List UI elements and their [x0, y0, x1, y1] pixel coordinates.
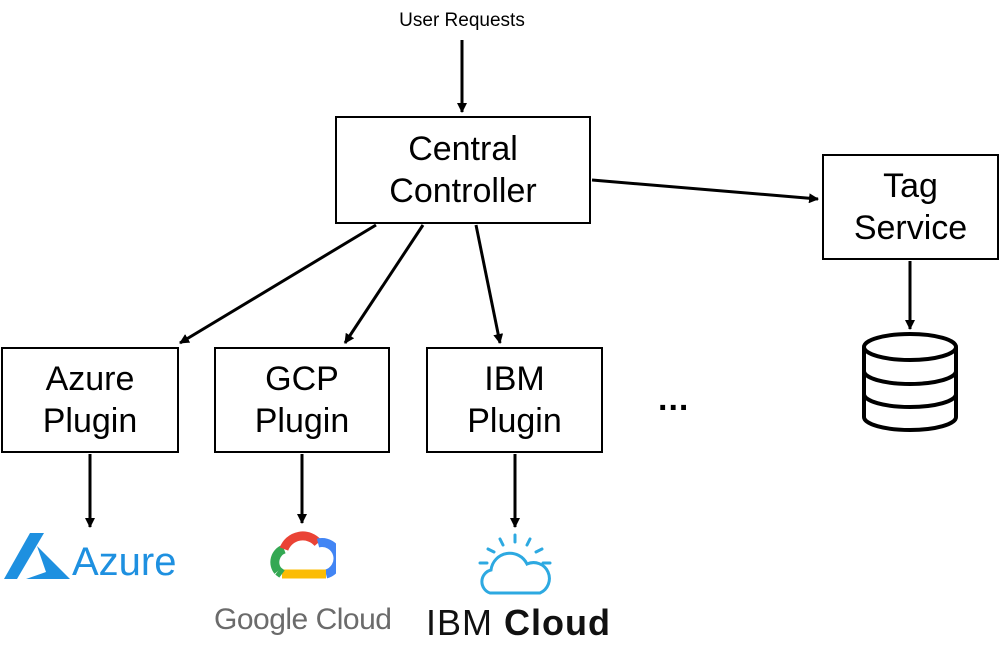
ibm-plugin-box: IBM Plugin [426, 347, 603, 453]
ibm-plugin-line2: Plugin [467, 402, 562, 440]
azure-plugin-box: Azure Plugin [1, 347, 179, 453]
user-requests-label: User Requests [399, 10, 525, 31]
arrow-controller-to-gcp [343, 224, 425, 344]
tag-service-box: Tag Service [822, 154, 999, 260]
arrow-controller-to-tag [591, 178, 819, 204]
gcp-plugin-box: GCP Plugin [214, 347, 390, 453]
arrow-controller-to-ibm [474, 224, 504, 344]
ibm-cloud-logo-icon [478, 533, 552, 595]
google-cloud-logo-text: Google Cloud [214, 603, 392, 636]
google-cloud-logo-icon [270, 531, 336, 579]
azure-logo-icon [4, 533, 70, 579]
tag-service-line2: Service [853, 209, 968, 247]
gcp-plugin-line1: GCP [265, 360, 339, 398]
azure-plugin-line2: Plugin [42, 402, 138, 440]
central-controller-line1: Central [408, 130, 518, 168]
ibm-logo-word: IBM [426, 602, 505, 643]
arrow-controller-to-azure [179, 223, 377, 345]
gcp-plugin-line2: Plugin [254, 402, 350, 440]
central-controller-box: Central Controller [335, 116, 591, 224]
ibm-cloud-logo-text: IBM Cloud [426, 602, 611, 644]
azure-logo-text: Azure [72, 540, 177, 584]
database-icon [862, 332, 958, 432]
ibm-plugin-line1: IBM [484, 360, 545, 398]
azure-plugin-line1: Azure [45, 360, 135, 398]
more-plugins-ellipsis: ... [658, 380, 690, 418]
central-controller-line2: Controller [389, 172, 537, 210]
ibm-cloud-logo-word: Cloud [504, 602, 611, 643]
tag-service-line1: Tag [883, 167, 938, 205]
